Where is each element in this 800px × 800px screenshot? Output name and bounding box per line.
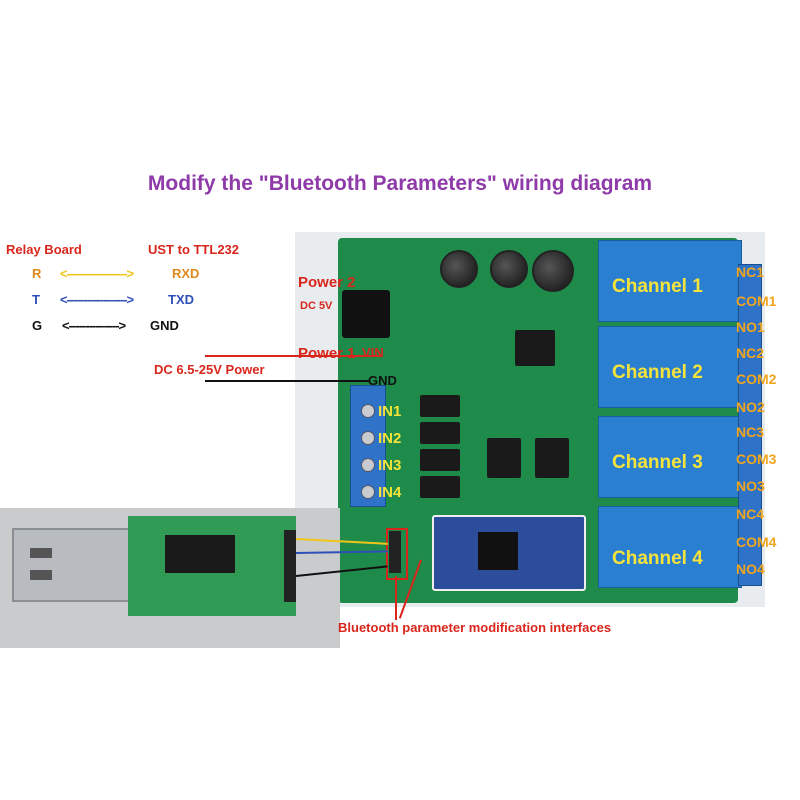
output-label-com2: COM2 bbox=[736, 371, 777, 387]
usb-ttl-chip bbox=[165, 535, 235, 573]
pointer-line bbox=[395, 576, 397, 620]
usb-contact bbox=[30, 548, 52, 558]
output-terminal-block bbox=[738, 264, 762, 586]
capacitor bbox=[490, 250, 528, 288]
terminal-screw bbox=[361, 458, 375, 472]
power1-label: Power 1 bbox=[298, 345, 356, 362]
input-label-in3: IN3 bbox=[378, 457, 402, 474]
bluetooth-note: Bluetooth parameter modification interfa… bbox=[338, 620, 612, 635]
output-label-nc1: NC1 bbox=[736, 264, 765, 280]
input-label-in4: IN4 bbox=[378, 484, 402, 501]
dc-jack bbox=[342, 290, 390, 338]
power1-gnd-label: GND bbox=[368, 373, 397, 388]
logic-chip bbox=[535, 438, 569, 478]
bluetooth-header-highlight bbox=[386, 528, 408, 580]
output-label-no1: NO1 bbox=[736, 319, 765, 335]
output-label-no4: NO4 bbox=[736, 561, 765, 577]
regulator-chip bbox=[515, 330, 555, 366]
legend-t-arrow: <------------------> bbox=[60, 292, 134, 307]
output-label-nc4: NC4 bbox=[736, 506, 765, 522]
optocoupler-chip bbox=[420, 395, 460, 417]
usb-contact bbox=[30, 570, 52, 580]
usb-plug bbox=[12, 528, 134, 602]
legend-g-arrow: <---------------> bbox=[62, 318, 126, 333]
legend-r-label: R bbox=[32, 266, 42, 281]
legend-t-label: T bbox=[32, 292, 40, 307]
diagram-title: Modify the "Bluetooth Parameters" wiring… bbox=[147, 172, 653, 195]
input-label-in2: IN2 bbox=[378, 430, 402, 447]
terminal-screw bbox=[361, 485, 375, 499]
legend-left-header: Relay Board bbox=[6, 242, 82, 257]
output-label-com3: COM3 bbox=[736, 451, 777, 467]
relay-3 bbox=[598, 416, 742, 498]
output-label-nc3: NC3 bbox=[736, 424, 765, 440]
legend-txd-label: TXD bbox=[168, 292, 194, 307]
channel-3-label: Channel 3 bbox=[612, 452, 703, 473]
optocoupler-chip bbox=[420, 476, 460, 498]
legend-right-header: UST to TTL232 bbox=[148, 242, 240, 257]
optocoupler-chip bbox=[420, 449, 460, 471]
legend-g-label: G bbox=[32, 318, 43, 333]
power2-spec: DC 5V bbox=[300, 300, 333, 312]
terminal-screw bbox=[361, 404, 375, 418]
legend-rxd-label: RXD bbox=[172, 266, 200, 281]
output-label-com1: COM1 bbox=[736, 293, 777, 309]
power2-label: Power 2 bbox=[298, 274, 356, 291]
channel-4-label: Channel 4 bbox=[612, 548, 703, 569]
bluetooth-pin-header bbox=[389, 531, 401, 573]
channel-2-label: Channel 2 bbox=[612, 362, 703, 383]
optocoupler-chip bbox=[420, 422, 460, 444]
legend-r-arrow: <------------------> bbox=[60, 266, 134, 281]
gnd-wire bbox=[205, 380, 370, 382]
relay-4 bbox=[598, 506, 742, 588]
output-label-no3: NO3 bbox=[736, 478, 765, 494]
output-label-no2: NO2 bbox=[736, 399, 765, 415]
power1-vin-label: VIN bbox=[362, 345, 384, 360]
channel-1-label: Channel 1 bbox=[612, 276, 703, 297]
power1-spec: DC 6.5-25V Power bbox=[154, 362, 265, 377]
output-label-com4: COM4 bbox=[736, 534, 777, 550]
logic-chip bbox=[487, 438, 521, 478]
usb-pin-header bbox=[284, 530, 296, 602]
bluetooth-chip bbox=[478, 532, 518, 570]
legend-gnd-label: GND bbox=[150, 318, 179, 333]
capacitor bbox=[532, 250, 574, 292]
capacitor bbox=[440, 250, 478, 288]
input-label-in1: IN1 bbox=[378, 403, 402, 420]
vin-wire bbox=[205, 355, 380, 357]
output-label-nc2: NC2 bbox=[736, 345, 765, 361]
terminal-screw bbox=[361, 431, 375, 445]
